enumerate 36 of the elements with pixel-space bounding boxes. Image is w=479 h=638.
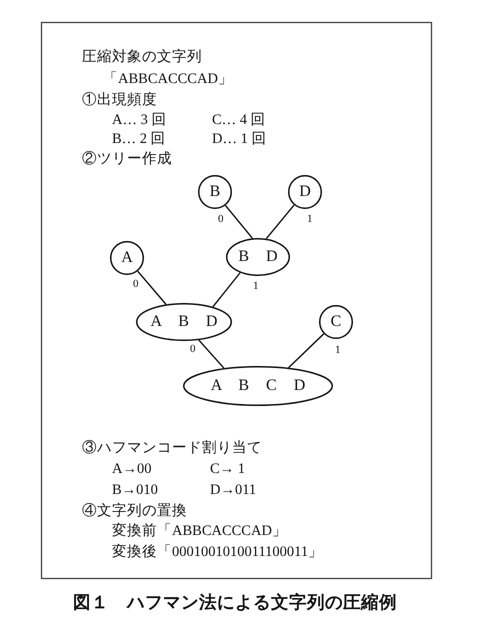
edge-label: 0 (133, 278, 138, 290)
code-entry: D→011 (210, 481, 256, 499)
circle-node: C (319, 305, 353, 339)
section-heading: ②ツリー作成 (82, 150, 172, 168)
connector-line (266, 204, 295, 240)
edge-label: 1 (307, 213, 312, 225)
frequency-entry: C… 4 回 (212, 111, 266, 129)
connector-line (137, 270, 167, 305)
ellipse-node: B D (226, 238, 290, 276)
edge-label: 0 (190, 343, 196, 355)
connector-line (212, 272, 241, 308)
section-heading: ④文字列の置換 (82, 502, 187, 520)
edge-label: 1 (335, 344, 340, 356)
target-string: 「ABBCACCCAD」 (103, 70, 233, 88)
ellipse-node: A B C D (183, 366, 333, 406)
code-entry: B→010 (112, 481, 158, 499)
circle-node: A (110, 241, 144, 275)
circle-node: D (288, 175, 322, 209)
frequency-entry: B… 2 回 (112, 130, 166, 148)
code-entry: C→ 1 (210, 460, 246, 478)
edge-label: 1 (253, 280, 258, 292)
converted-string: 変換後「0001001010011100011」 (112, 543, 324, 561)
section-heading: ③ハフマンコード割り当て (82, 439, 262, 457)
connector-line (288, 333, 324, 368)
edge-label: 0 (218, 213, 224, 225)
ellipse-node: A B D (136, 303, 232, 341)
figure-caption: 図１ ハフマン法による文字列の圧縮例 (73, 592, 397, 614)
section-heading: ①出現頻度 (82, 91, 157, 109)
connector-line (224, 204, 253, 239)
converted-string: 変換前「ABBCACCCAD」 (112, 522, 287, 540)
frequency-entry: D… 1 回 (212, 130, 266, 148)
circle-node: B (198, 175, 232, 209)
frequency-entry: A… 3 回 (112, 111, 166, 129)
connector-line (198, 340, 224, 369)
code-entry: A→00 (112, 460, 152, 478)
section-heading: 圧縮対象の文字列 (82, 48, 202, 66)
